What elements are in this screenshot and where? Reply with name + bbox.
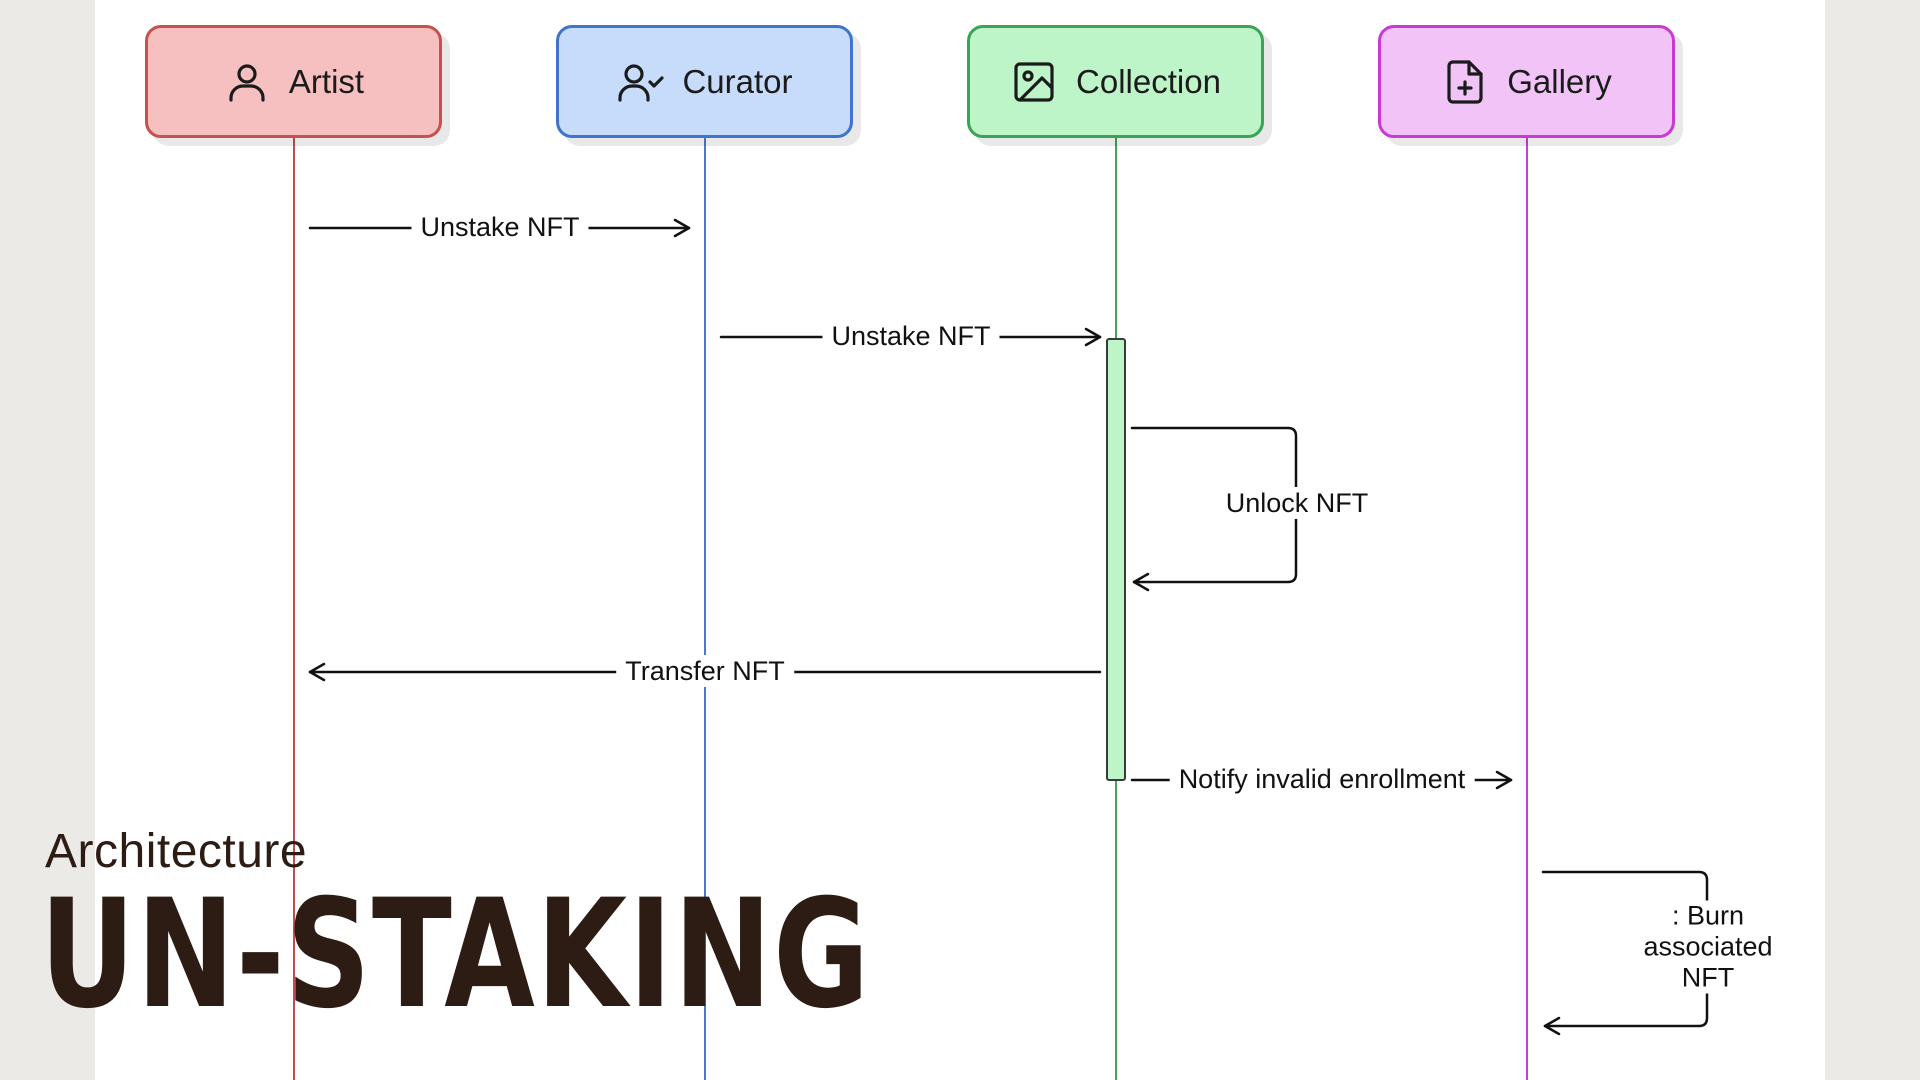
curator-lifeline bbox=[704, 138, 706, 1080]
collection-activation-bar bbox=[1106, 338, 1126, 781]
artist-label: Artist bbox=[288, 62, 365, 100]
gallery-lifeline bbox=[1526, 138, 1528, 1080]
curator-label: Curator bbox=[682, 62, 793, 100]
message-label-unstake-1: Unstake NFT bbox=[411, 211, 589, 243]
message-label-unstake-2: Unstake NFT bbox=[822, 320, 1000, 352]
message-label-transfer: Transfer NFT bbox=[616, 655, 794, 687]
curator-actor: Curator bbox=[556, 25, 853, 138]
file-plus-icon bbox=[1447, 59, 1483, 104]
message-label-notify: Notify invalid enrollment bbox=[1169, 763, 1475, 795]
artist-actor: Artist bbox=[145, 25, 442, 138]
collection-label: Collection bbox=[1076, 62, 1221, 100]
page-subtitle: Architecture bbox=[45, 825, 308, 878]
message-label-burn: : Burn associated NFT bbox=[1624, 900, 1792, 994]
artist-lifeline bbox=[293, 138, 295, 1080]
page-title: UN-STAKING bbox=[40, 868, 871, 1042]
user-check-icon bbox=[618, 63, 665, 102]
diagram-panel bbox=[95, 0, 1825, 1080]
gallery-actor: Gallery bbox=[1378, 25, 1675, 138]
collection-actor: Collection bbox=[967, 25, 1264, 138]
user-icon bbox=[229, 63, 265, 102]
message-label-unlock: Unlock NFT bbox=[1216, 487, 1378, 519]
gallery-label: Gallery bbox=[1507, 62, 1612, 100]
image-icon bbox=[1014, 61, 1054, 102]
